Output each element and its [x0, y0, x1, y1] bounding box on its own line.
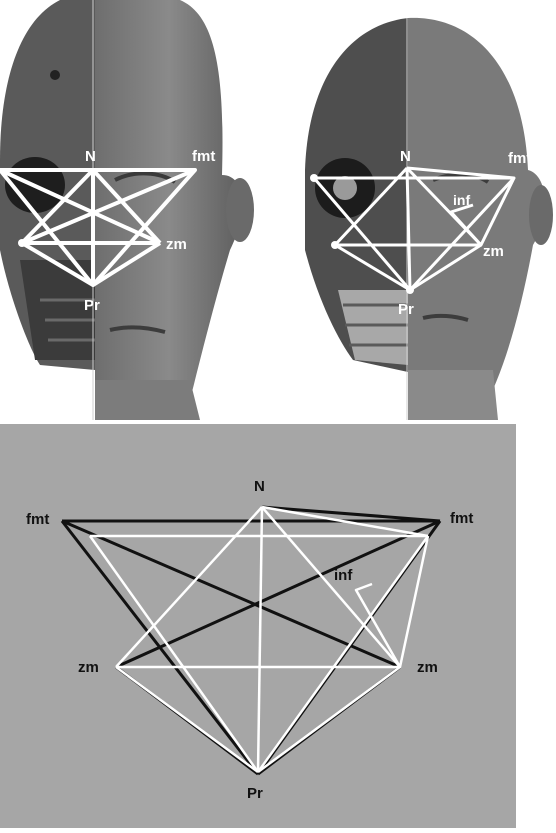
- white-wireframe: [90, 507, 428, 772]
- black-wireframe: [62, 507, 440, 774]
- label-fmt: fmt: [508, 150, 531, 167]
- label-fmt-right: fmt: [450, 510, 473, 527]
- label-zm: zm: [483, 243, 504, 260]
- fmt-left-point: [310, 174, 318, 182]
- wireframe-diagram: N fmt fmt inf zm zm Pr: [0, 424, 516, 828]
- zm-left-point: [18, 239, 26, 247]
- label-n: N: [254, 478, 265, 495]
- label-n: N: [400, 148, 411, 165]
- photo-right-illustration: N fmt inf zm Pr: [283, 0, 556, 420]
- label-pr: Pr: [247, 785, 263, 802]
- label-inf: inf: [334, 567, 353, 584]
- label-zm-right: zm: [417, 659, 438, 676]
- photo-right-panel: N fmt inf zm Pr: [283, 0, 556, 420]
- label-fmt: fmt: [192, 148, 215, 165]
- photo-left-panel: N fmt zm Pr: [0, 0, 283, 420]
- skull-photo: [305, 18, 408, 372]
- label-zm-left: zm: [78, 659, 99, 676]
- label-fmt-left: fmt: [26, 511, 49, 528]
- face-photo: [408, 18, 553, 420]
- photo-left-illustration: N fmt zm Pr: [0, 0, 283, 420]
- label-n: N: [85, 148, 96, 165]
- pr-point: [406, 286, 414, 294]
- wireframe-comparison-panel: N fmt fmt inf zm zm Pr: [0, 424, 516, 828]
- label-zm: zm: [166, 236, 187, 253]
- zm-left-point: [331, 241, 339, 249]
- label-pr: Pr: [84, 297, 100, 314]
- label-pr: Pr: [398, 301, 414, 318]
- label-inf: inf: [453, 192, 470, 208]
- face-photo: [95, 0, 254, 420]
